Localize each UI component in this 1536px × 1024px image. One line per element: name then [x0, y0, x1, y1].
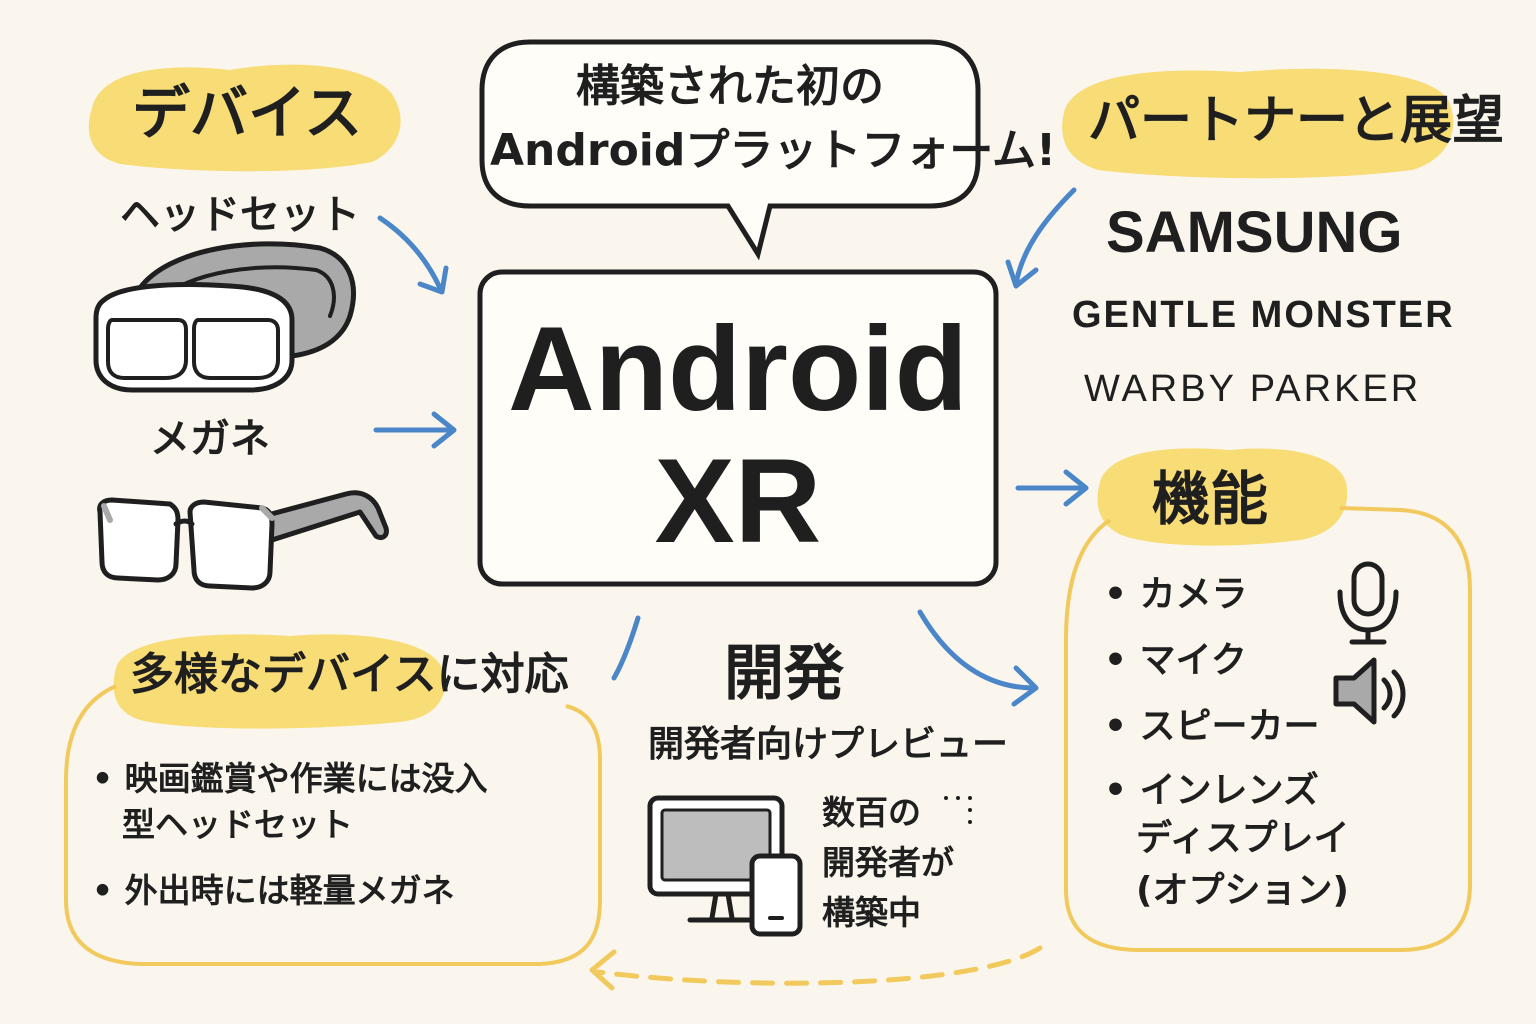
dotted-marks	[944, 796, 972, 824]
devices-heading: デバイス	[132, 79, 363, 147]
features-panel	[1064, 506, 1472, 952]
support-item-2: • 外出時には軽量メガネ	[92, 871, 455, 910]
devices-highlight	[88, 64, 401, 172]
arrow-center-to-development	[917, 609, 1037, 691]
arrow-center-to-development-head	[1011, 665, 1039, 707]
support-panel	[64, 684, 602, 966]
development-subheading: 開発者向けプレビュー	[648, 724, 1009, 765]
bubble-outline	[479, 39, 981, 261]
arrow-glasses-to-center-head	[431, 411, 457, 449]
support-item-1-cont: 型ヘッドセット	[122, 805, 353, 844]
dev-note-line-2: 開発者が	[822, 843, 954, 882]
arrow-center-to-features-head	[1063, 469, 1089, 507]
dev-note-line-1: 数百の	[822, 793, 921, 832]
feature-optional: (オプション)	[1136, 870, 1349, 911]
feature-camera: • カメラ	[1104, 574, 1248, 615]
arrow-headset-to-center	[377, 215, 443, 291]
bubble-line-1: 構築された初の	[576, 61, 884, 112]
feature-mic: • マイク	[1104, 640, 1247, 681]
features-highlight	[1097, 448, 1348, 546]
xr-title: XR	[654, 434, 822, 568]
support-highlight	[113, 634, 445, 729]
partner-warby-parker: WARBY PARKER	[1084, 368, 1422, 410]
arrow-partners-to-center-head	[1005, 259, 1039, 289]
support-heading: 多様なデバイスに対応	[130, 649, 569, 700]
arrow-headset-to-center-head	[417, 265, 449, 295]
arrows	[373, 187, 1089, 707]
speaker-icon	[1333, 657, 1406, 725]
partner-gentle-monster: GENTLE MONSTER	[1072, 294, 1455, 336]
feature-inlens: • インレンズ	[1104, 770, 1319, 811]
partners-highlight	[1062, 68, 1454, 179]
vr-headset-icon	[93, 241, 356, 393]
dashed-arrow	[595, 945, 1043, 986]
partner-samsung: SAMSUNG	[1106, 200, 1403, 265]
microphone-icon	[1337, 561, 1399, 645]
arrow-partners-to-center	[1013, 187, 1077, 287]
features-heading: 機能	[1152, 465, 1269, 533]
android-title: Android	[508, 302, 968, 436]
partners-heading: パートナーと展望	[1088, 91, 1505, 151]
support-item-1: • 映画鑑賞や作業には没入	[92, 759, 488, 798]
dev-note-line-3: 構築中	[822, 893, 921, 932]
android-xr-box	[477, 269, 999, 587]
feature-speaker: • スピーカー	[1104, 706, 1320, 747]
monitor-phone-icon	[647, 795, 803, 937]
feature-display: ディスプレイ	[1136, 818, 1350, 859]
glasses-icon	[97, 490, 389, 591]
glasses-label: メガネ	[150, 416, 270, 462]
arrow-center-to-support	[611, 615, 641, 681]
bubble-line-2: Androidプラットフォーム!	[490, 125, 1057, 176]
dashed-arrow-head	[589, 949, 617, 991]
development-heading: 開発	[724, 639, 844, 709]
headset-label: ヘッドセット	[120, 192, 360, 238]
